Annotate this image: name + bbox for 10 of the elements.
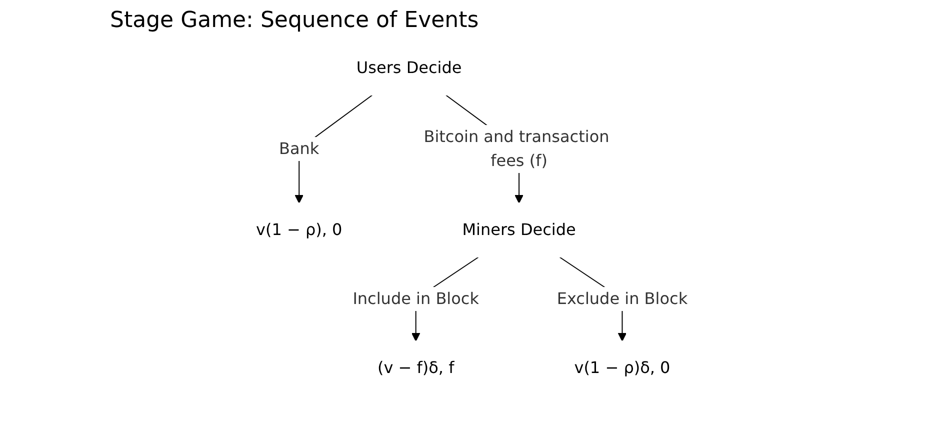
node-text: Users Decide (356, 58, 462, 77)
node-text: v(1 − ρ)δ, 0 (574, 358, 671, 377)
node-text: v(1 − ρ), 0 (256, 220, 343, 239)
edge-label: Bitcoin and transaction fees (f) (424, 127, 610, 170)
diagram-title: Stage Game: Sequence of Events (110, 8, 479, 33)
edge-label: Exclude in Block (557, 289, 688, 308)
node-text: (v − f)δ, f (378, 358, 455, 377)
edge-label: Include in Block (353, 289, 480, 308)
node-text: Miners Decide (462, 220, 576, 239)
edge-label: Bank (279, 139, 320, 158)
